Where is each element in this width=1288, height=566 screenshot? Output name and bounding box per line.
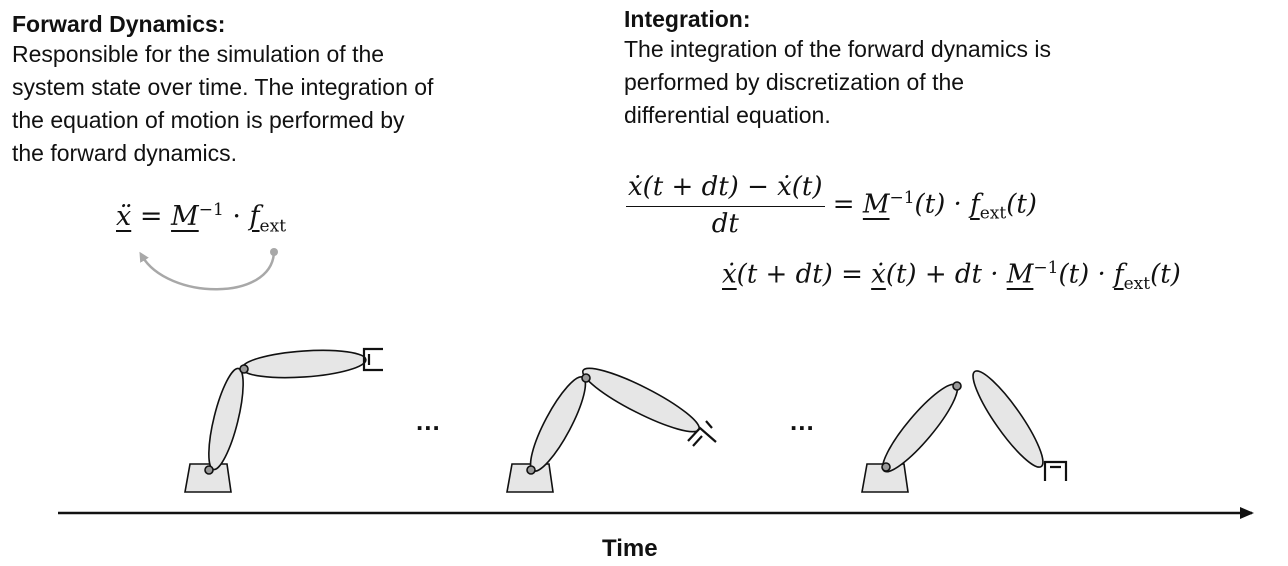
- forward-dynamics-line: Responsible for the simulation of the: [12, 41, 385, 67]
- robot-link-upper: [241, 349, 367, 379]
- robot-joint: [204, 465, 214, 475]
- robot-link-lower: [529, 376, 587, 472]
- feedback-arrow: [139, 251, 276, 291]
- robot-joint: [239, 364, 249, 374]
- integration-heading: Integration:: [624, 6, 751, 32]
- forward-dynamics-line: system state over time. The integration …: [12, 74, 434, 100]
- ellipsis-marker: ...: [790, 406, 815, 436]
- eom-lhs: ẍ: [116, 201, 132, 232]
- feedback-arrow-origin-dot: [270, 248, 278, 256]
- forward-dynamics-line: the forward dynamics.: [12, 140, 237, 166]
- robot-gripper-icon: [687, 420, 717, 447]
- forward-dynamics-line: the equation of motion is performed by: [12, 107, 405, 133]
- integration-line: performed by discretization of the: [624, 69, 965, 95]
- integration-line: The integration of the forward dynamics …: [624, 36, 1051, 62]
- robot-arm-pose-2: [506, 367, 717, 493]
- robot-joint: [526, 465, 536, 475]
- equation-of-motion: ẍ = M−1 · fext: [116, 200, 287, 237]
- robot-link-lower: [208, 367, 244, 471]
- robot-gripper-icon: [1043, 460, 1068, 481]
- robot-gripper-icon: [362, 347, 383, 372]
- forward-dynamics-block: Forward Dynamics: Responsible for the si…: [12, 10, 532, 170]
- robot-link-upper: [581, 367, 701, 433]
- update-equation: ẋ(t + dt) = ẋ(t) + dt · M−1(t) · fext(t): [722, 258, 1181, 294]
- robot-joint: [881, 462, 891, 472]
- ellipsis-marker: ...: [416, 406, 441, 436]
- robot-joint: [581, 373, 591, 383]
- robot-joint: [952, 381, 962, 391]
- forward-dynamics-heading: Forward Dynamics:: [12, 11, 226, 37]
- time-axis-label: Time: [602, 535, 658, 562]
- robot-arm-pose-3: [861, 370, 1068, 493]
- derivative-fraction: ẋ(t + dt) − ẋ(t) dt: [626, 172, 825, 239]
- integration-line: differential equation.: [624, 102, 831, 128]
- integration-block: Integration: The integration of the forw…: [624, 5, 1184, 132]
- robot-link-upper: [972, 370, 1044, 468]
- robot-arm-pose-1: [184, 347, 383, 493]
- discretized-equation: ẋ(t + dt) − ẋ(t) dt = M−1(t) · fext(t): [626, 172, 1037, 239]
